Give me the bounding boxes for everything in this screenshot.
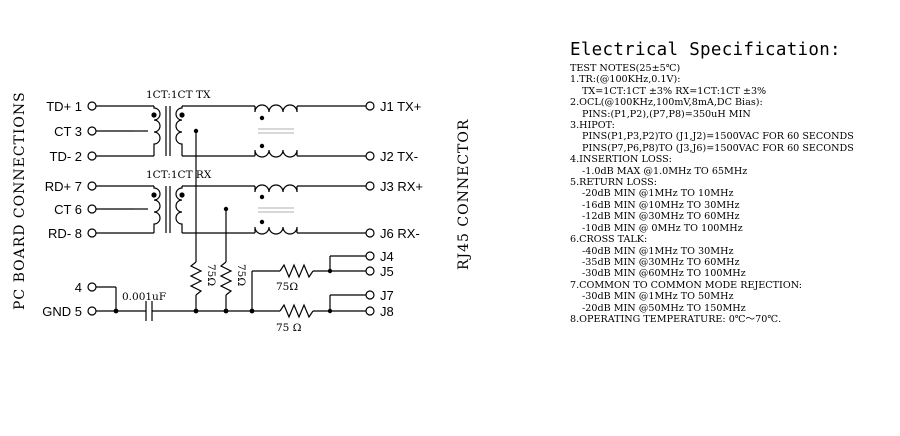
spec-line: -40dB MIN @1MHz TO 30MHz xyxy=(582,245,734,257)
spec-line: -20dB MIN @50MHz TO 150MHz xyxy=(582,302,746,314)
spec-line: -20dB MIN @1MHz TO 10MHz xyxy=(582,188,734,200)
pin-label-ct3: CT 3 xyxy=(54,124,82,139)
spec-line: TX=1CT:1CT ±3% RX=1CT:1CT ±3% xyxy=(582,85,767,97)
resistor-label-upper: 75Ω xyxy=(276,281,298,293)
spec-line: 3.HIPOT: xyxy=(570,120,615,132)
choke-coupling-marks xyxy=(258,128,294,213)
pin-label-j6: J6 RX- xyxy=(380,226,420,241)
pin-label-j7: J7 xyxy=(380,288,394,303)
tx-transformer-label: 1CT:1CT TX xyxy=(146,89,211,101)
pin-label-j1: J1 TX+ xyxy=(380,99,421,114)
spec-lines: TEST NOTES(25±5℃)1.TR:(@100KHz,0.1V):TX=… xyxy=(570,63,900,325)
pin-label-td-minus: TD- 2 xyxy=(50,149,83,164)
spec-line: 8.OPERATING TEMPERATURE: 0℃～70℃. xyxy=(570,313,782,325)
spec-title: Electrical Specification: xyxy=(570,40,841,60)
pin-label-rd-plus: RD+ 7 xyxy=(45,179,82,194)
spec-line: -1.0dB MAX @1.0MHz TO 65MHz xyxy=(582,165,748,177)
spec-line: PINS:(P1,P2),(P7,P8)=350uH MIN xyxy=(582,108,751,120)
resistor-label-vertical-2: 75Ω xyxy=(235,264,247,286)
pc-board-connections-label: PC BOARD CONNECTIONS xyxy=(12,91,28,310)
pin-label-j8: J8 xyxy=(380,304,394,319)
spec-line: 2.OCL(@100KHz,100mV,8mA,DC Bias): xyxy=(570,97,763,109)
spec-line: -16dB MIN @10MHz TO 30MHz xyxy=(582,199,740,211)
pin-label-4: 4 xyxy=(75,280,82,295)
spec-line: 5.RETURN LOSS: xyxy=(570,177,657,189)
spec-line: 7.COMMON TO COMMON MODE REJECTION: xyxy=(570,279,802,291)
spec-line: -30dB MIN @1MHz TO 50MHz xyxy=(582,291,734,303)
pin-label-td-plus: TD+ 1 xyxy=(46,99,82,114)
spec-line: TEST NOTES(25±5℃) xyxy=(570,63,681,74)
pin-label-j5: J5 xyxy=(380,264,394,279)
spec-line: -12dB MIN @30MHz TO 60MHz xyxy=(582,211,740,223)
schematic-diagram: TD+ 1 CT 3 TD- 2 RD+ 7 CT 6 RD- 8 4 GND … xyxy=(12,89,472,334)
spec-line: 1.TR:(@100KHz,0.1V): xyxy=(570,74,681,86)
spec-line: 4.INSERTION LOSS: xyxy=(570,154,672,166)
pin-label-j2: J2 TX- xyxy=(380,149,418,164)
spec-line: -35dB MIN @30MHz TO 60MHz xyxy=(582,256,740,268)
spec-line: PINS(P7,P6,P8)TO (J3,J6)=1500VAC FOR 60 … xyxy=(582,142,854,154)
pin-label-j4: J4 xyxy=(380,249,394,264)
pin-label-rd-minus: RD- 8 xyxy=(48,226,82,241)
pin-label-gnd: GND 5 xyxy=(42,304,82,319)
resistor-label-vertical-1: 75Ω xyxy=(205,264,217,286)
rx-transformer-label: 1CT:1CT RX xyxy=(146,169,212,181)
pin-label-ct6: CT 6 xyxy=(54,202,82,217)
resistor-label-lower: 75 Ω xyxy=(276,322,302,334)
rj45-connector-label: RJ45 CONNECTOR xyxy=(456,119,472,270)
spec-line: -30dB MIN @60MHz TO 100MHz xyxy=(582,268,746,280)
spec-line: -10dB MIN @ 0MHz TO 100MHz xyxy=(582,222,743,234)
spec-line: 6.CROSS TALK: xyxy=(570,234,648,246)
electrical-specification: Electrical Specification: TEST NOTES(25±… xyxy=(570,40,900,325)
capacitor-label: 0.001uF xyxy=(122,291,166,303)
spec-line: PINS(P1,P3,P2)TO (J1,J2)=1500VAC FOR 60 … xyxy=(582,131,854,143)
pin-label-j3: J3 RX+ xyxy=(380,179,423,194)
